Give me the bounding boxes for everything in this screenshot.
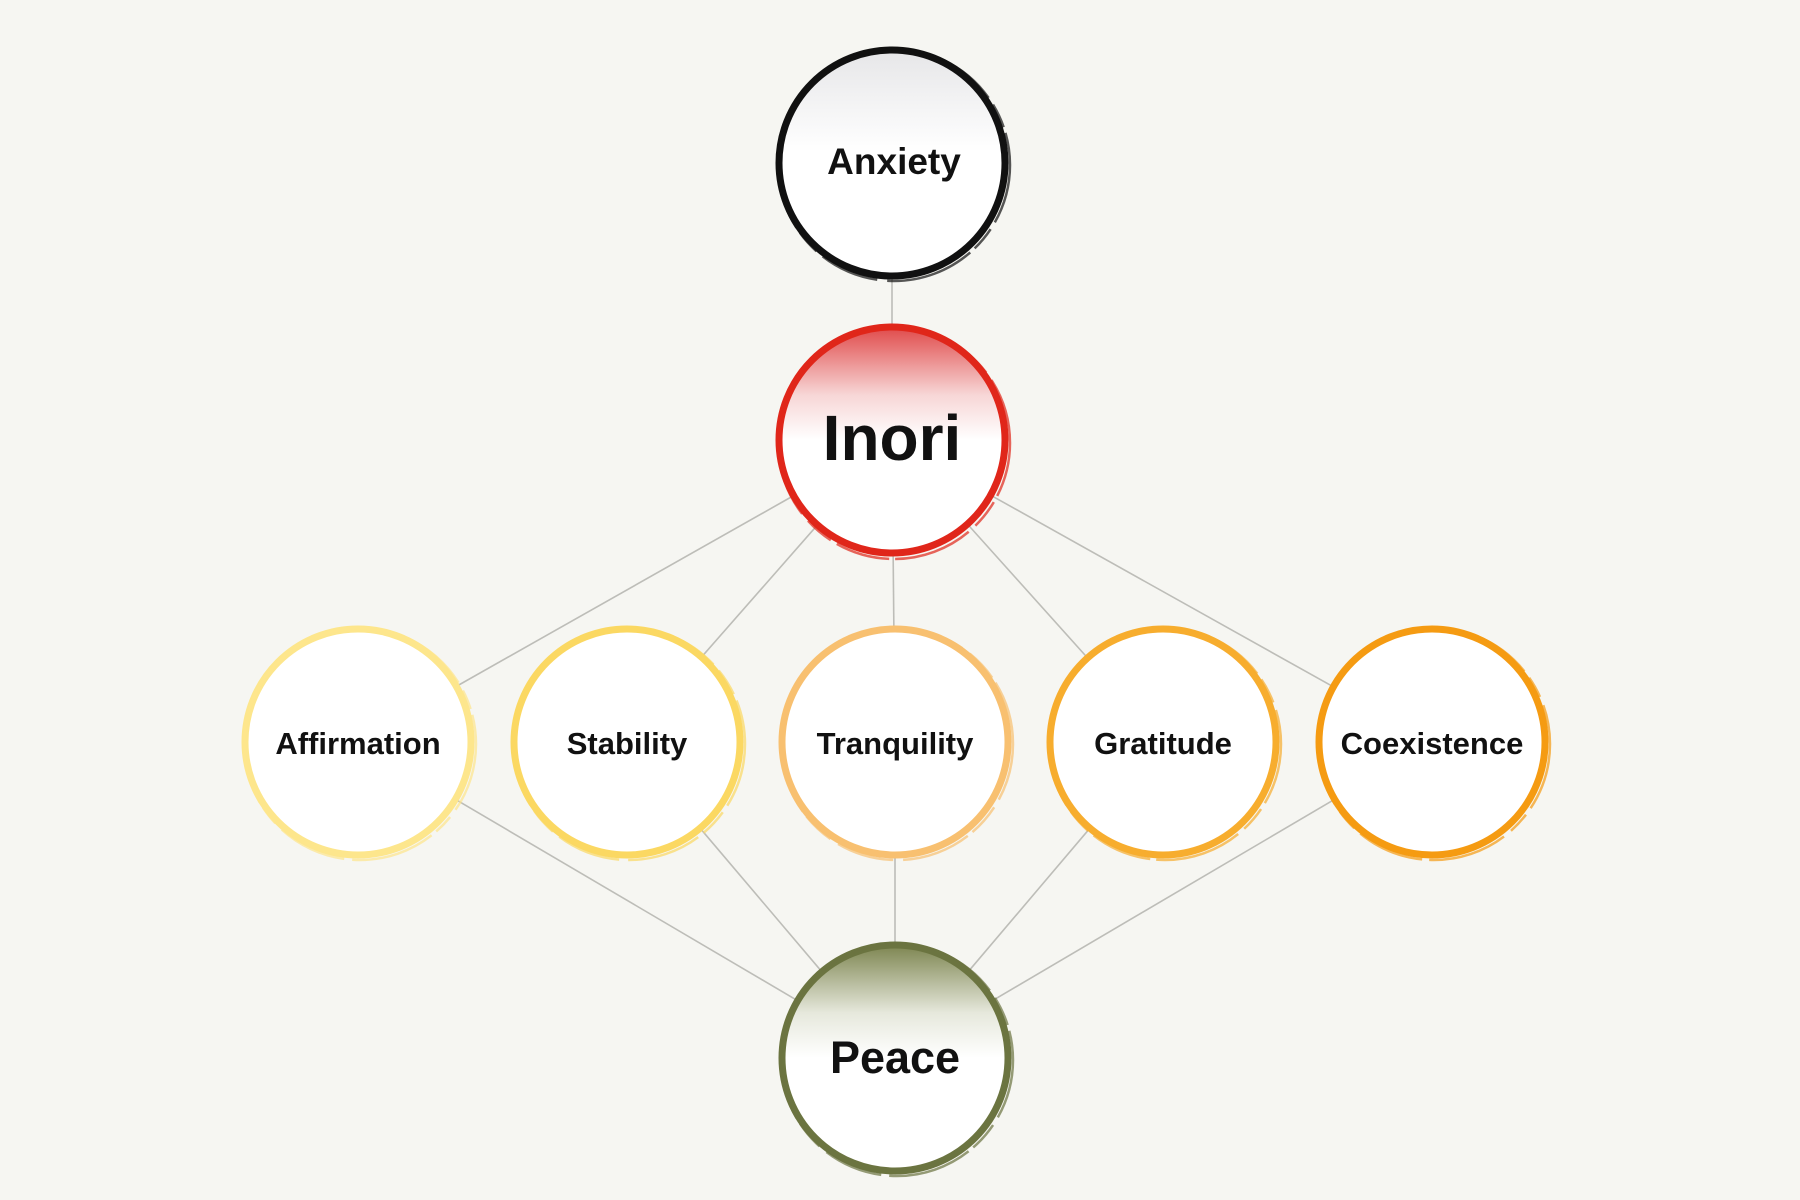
edge-affirmation-peace [454,798,799,1002]
node-peace: Peace [778,941,1015,1178]
node-affirmation-brush [242,626,478,862]
node-peace-label: Peace [830,1032,960,1083]
node-coexistence-label: Coexistence [1341,726,1524,761]
node-tranquility: Tranquility [778,625,1015,862]
edge-stability-peace [699,827,823,973]
node-anxiety: Anxiety [775,46,1012,283]
node-coexistence-brush [1316,626,1552,862]
node-stability-brush [511,626,747,862]
node-coexistence: Coexistence [1315,625,1552,862]
node-anxiety-brush [776,47,1012,283]
node-gratitude: Gratitude [1046,625,1283,862]
node-stability-label: Stability [567,726,688,761]
edge-inori-gratitude [966,523,1089,659]
edge-coexistence-peace [991,798,1336,1002]
node-peace-brush [779,942,1015,1178]
connector-lines [454,276,1336,1002]
edge-inori-stability [700,524,819,658]
node-tranquility-label: Tranquility [817,726,975,761]
node-affirmation-label: Affirmation [275,726,440,761]
node-tranquility-brush [779,626,1015,862]
node-gratitude-label: Gratitude [1094,726,1232,761]
edge-inori-affirmation [455,494,795,688]
node-inori: Inori [775,323,1012,561]
node-gratitude-brush [1047,626,1283,862]
node-affirmation: Affirmation [241,625,478,862]
node-stability: Stability [510,625,747,862]
node-inori-label: Inori [823,402,962,474]
node-anxiety-label: Anxiety [827,141,961,182]
edge-inori-tranquility [892,552,895,630]
node-inori-brush [776,325,1012,561]
edge-gratitude-peace [967,827,1091,973]
edge-inori-coexistence [990,494,1334,688]
